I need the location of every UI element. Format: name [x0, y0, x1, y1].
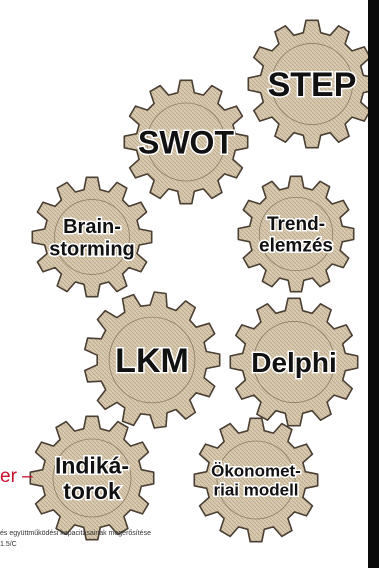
- gear-indikatorok-hub: [52, 438, 132, 518]
- gear-trendelemzes-shape: [237, 175, 355, 293]
- gear-okonometriai-label-line-1: Ökonomet-: [211, 462, 301, 481]
- gear-indikatorok-shape: [29, 415, 155, 541]
- gear-lkm: [84, 291, 221, 429]
- gear-step-hub: [271, 43, 353, 125]
- right-edge-bar: [368, 0, 379, 568]
- gear-indikatorok-label-line-2: torok: [63, 478, 121, 504]
- gear-step: [247, 19, 377, 149]
- gear-lkm-shape: [84, 291, 221, 429]
- gear-swot: [123, 79, 249, 205]
- gear-trendelemzes-hub: [258, 196, 334, 272]
- gear-indikatorok: [29, 415, 155, 541]
- gear-brainstorming-label-line-1: Brain-: [63, 216, 121, 238]
- gear-trendelemzes-label-line-2: elemzés: [259, 236, 333, 257]
- gear-swot-shape: [123, 79, 249, 205]
- gear-okonometriai-label-line-2: riai modell: [213, 481, 298, 500]
- gear-indikatorok-label-line-1: Indiká-: [55, 452, 129, 478]
- gear-okonometriai-hub: [216, 440, 296, 520]
- gear-lkm-label-line-1: LKM: [115, 342, 189, 380]
- gear-brainstorming-label-line-2: storming: [49, 238, 135, 260]
- gear-delphi-label-line-1: Delphi: [251, 347, 337, 378]
- gear-swot-label-line-1: SWOT: [138, 125, 234, 161]
- gear-delphi: [229, 297, 359, 427]
- gear-trendelemzes: [237, 175, 355, 293]
- gear-swot-hub: [146, 102, 226, 182]
- cut-off-title-fragment: er –: [0, 466, 33, 487]
- gear-step-shape: [247, 19, 377, 149]
- gear-step-label-line-1: STEP: [268, 66, 357, 104]
- gear-brainstorming-hub: [54, 199, 130, 275]
- gear-lkm-hub: [108, 316, 196, 404]
- gear-trendelemzes-label-line-1: Trend-: [267, 214, 325, 235]
- footer-line-1: és együttműködési kapacitásainak megerős…: [0, 530, 151, 537]
- gear-delphi-hub: [253, 321, 335, 403]
- gear-brainstorming: [31, 176, 153, 298]
- footer-line-2: 1.5/C: [0, 541, 17, 548]
- gear-delphi-shape: [229, 297, 359, 427]
- gear-okonometriai-shape: [193, 417, 319, 543]
- gear-okonometriai: [193, 417, 319, 543]
- gear-brainstorming-shape: [31, 176, 153, 298]
